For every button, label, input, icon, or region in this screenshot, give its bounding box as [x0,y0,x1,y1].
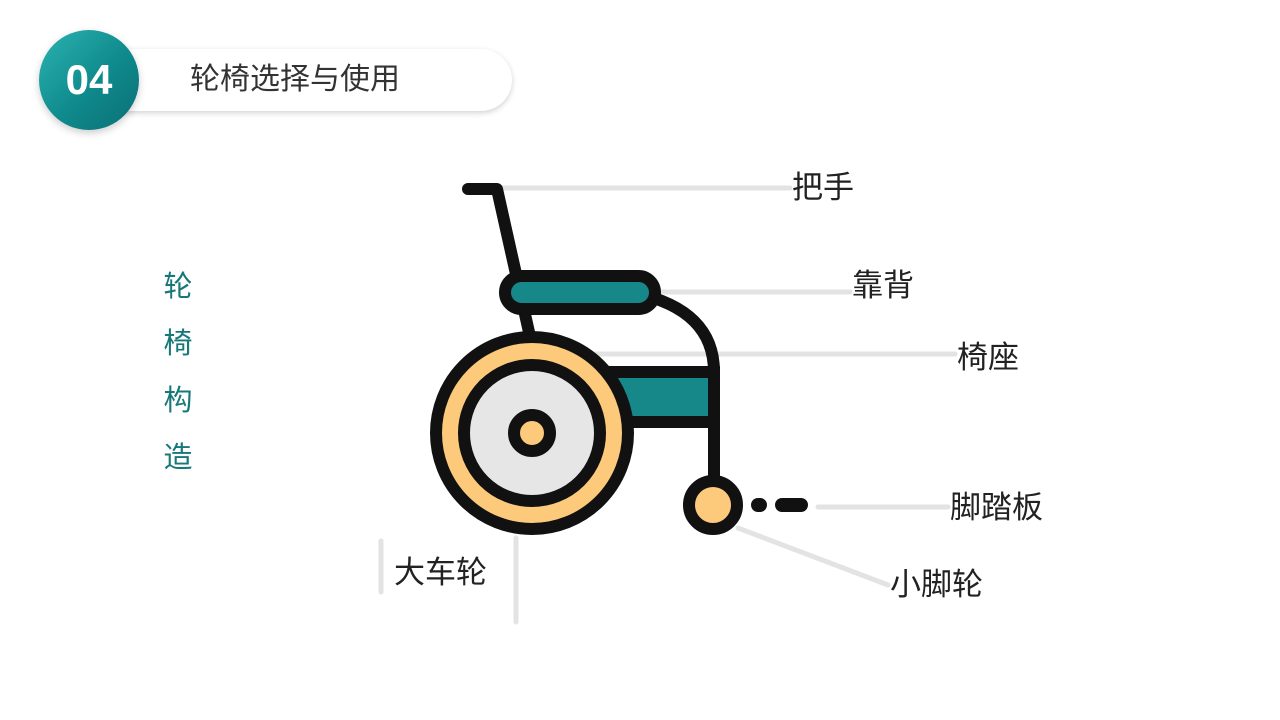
label-handle: 把手 [792,170,854,206]
armrest-pad [499,270,661,315]
leader-line-caster [735,525,891,588]
section-header: 轮椅选择与使用 04 [30,30,512,130]
title-pill: 轮椅选择与使用 [100,49,512,111]
label-caster: 小脚轮 [890,567,983,603]
caster-wheel [683,475,743,535]
vertical-title-char: 轮 [163,269,193,303]
leader-lines [378,185,958,625]
vertical-title-char: 造 [163,440,193,474]
label-footrest: 脚踏板 [950,490,1043,526]
section-number-badge: 04 [39,30,139,130]
handle-grip [462,183,539,356]
section-number: 04 [65,56,113,103]
section-title: 轮椅选择与使用 [190,62,400,97]
vertical-title-char: 构 [163,383,193,417]
vertical-title-char: 椅 [163,326,193,360]
label-backrest: 靠背 [852,268,914,304]
vertical-title: 轮 椅 构 造 [160,258,196,486]
label-big-wheel: 大车轮 [394,555,487,591]
big-wheel-hub [508,409,556,457]
label-seat: 椅座 [957,340,1019,376]
big-wheel [430,331,634,535]
